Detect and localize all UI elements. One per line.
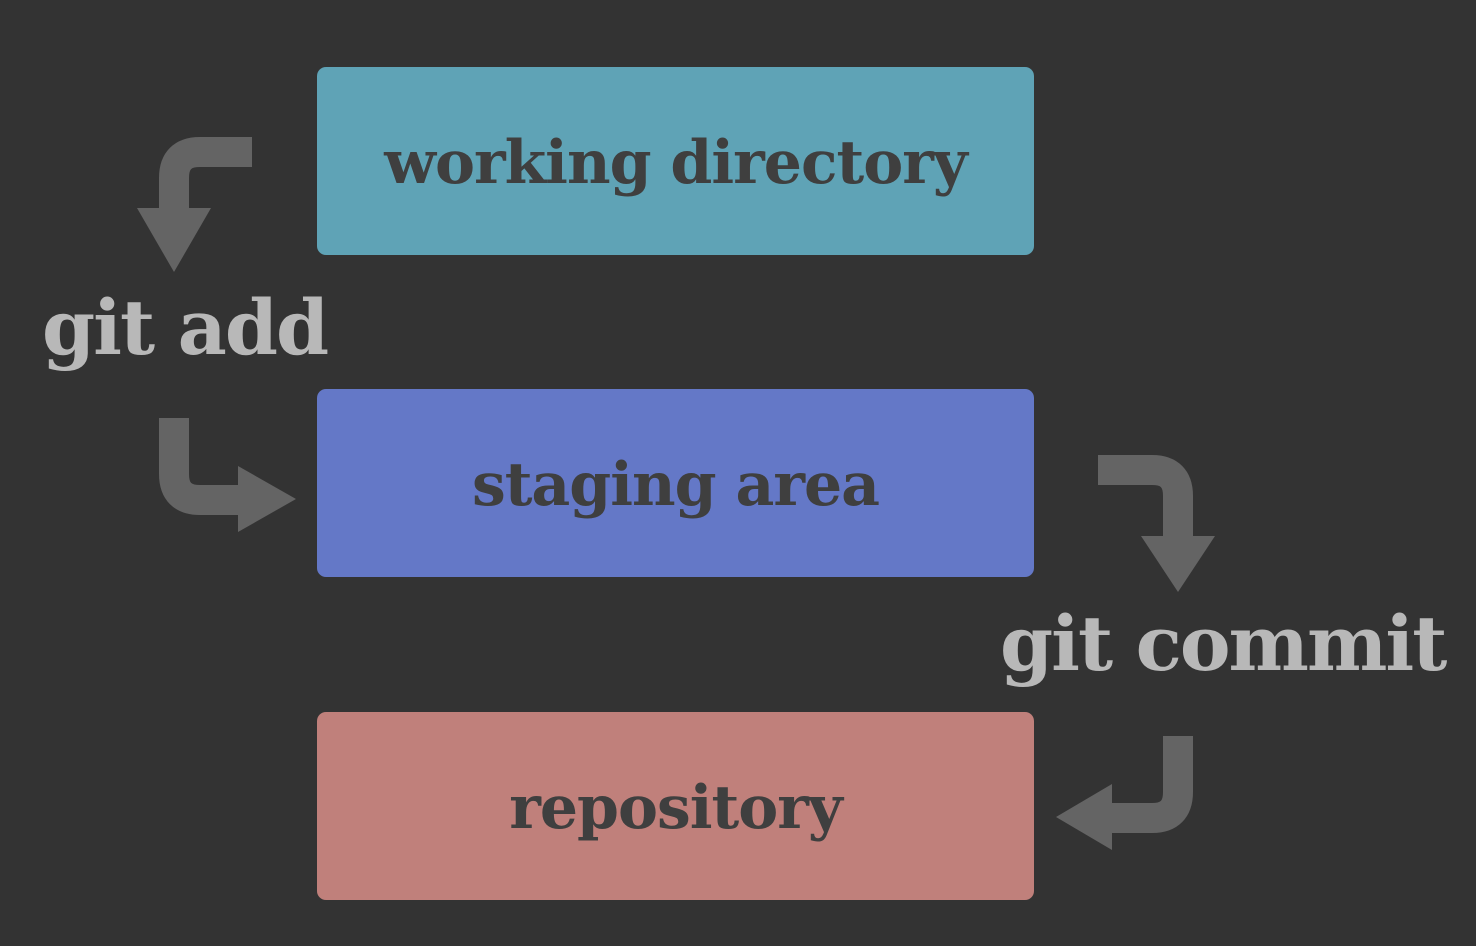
add-arrow-top-stroke — [159, 137, 252, 208]
add-arrow-bottom-head — [238, 466, 296, 532]
git-add-label: git add — [42, 283, 329, 372]
commit-arrow-top-head — [1141, 536, 1215, 592]
commit-arrow-bottom-stroke — [1108, 736, 1193, 833]
commit-arrow-bottom-head — [1056, 784, 1112, 850]
repository-label: repository — [509, 773, 843, 843]
commit-arrow-top-stroke — [1098, 455, 1193, 538]
arrow-curve-left-icon — [1056, 736, 1193, 850]
staging-area-box: staging area — [317, 389, 1034, 577]
arrow-curve-down-icon — [137, 137, 252, 272]
add-arrow-top-head — [137, 208, 211, 272]
arrow-curve-down-icon — [1098, 455, 1215, 592]
staging-area-label: staging area — [471, 450, 880, 520]
arrow-curve-right-icon — [159, 418, 296, 532]
git-commit-label: git commit — [1000, 599, 1447, 688]
add-arrow-bottom-stroke — [159, 418, 240, 515]
working-directory-box: working directory — [317, 67, 1034, 255]
repository-box: repository — [317, 712, 1034, 900]
working-directory-label: working directory — [384, 128, 967, 198]
